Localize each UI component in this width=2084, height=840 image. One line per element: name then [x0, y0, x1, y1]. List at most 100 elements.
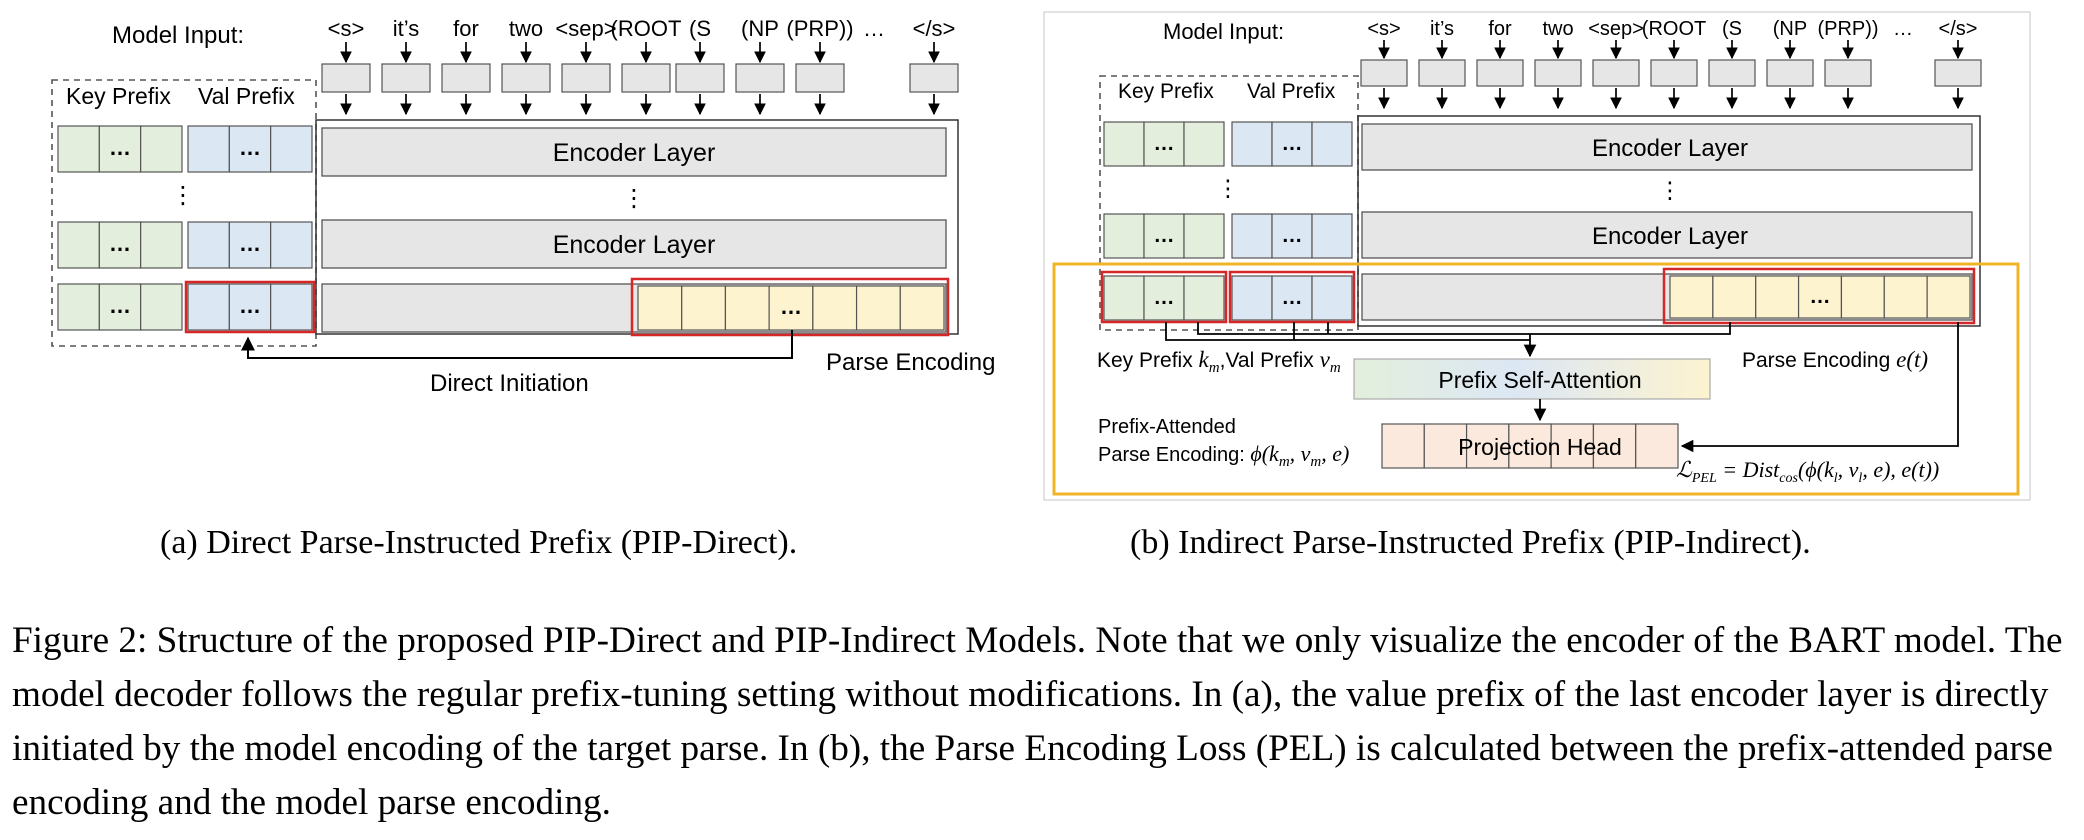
token-embedding-box	[735, 63, 785, 93]
ellipsis-mark: …	[1154, 286, 1175, 309]
cell	[1592, 423, 1637, 469]
cell	[1311, 213, 1353, 259]
key-prefix-heading: Key Prefix	[66, 83, 171, 109]
ellipsis-mark: …	[1810, 285, 1831, 308]
cell	[1231, 213, 1273, 259]
ellipsis-mark: …	[1154, 132, 1175, 155]
cell	[1103, 213, 1145, 259]
cell	[98, 283, 142, 331]
cell	[140, 221, 183, 269]
ellipsis-mark: …	[780, 294, 802, 319]
val-prefix-heading-b: Val Prefix	[1247, 80, 1336, 103]
token-embedding-box	[561, 63, 611, 93]
cell	[1465, 423, 1510, 469]
input-token: (PRP))	[786, 16, 853, 41]
cell	[228, 283, 272, 331]
token-embedding-box	[1650, 59, 1698, 87]
token-embedding-box	[1766, 59, 1814, 87]
pel-region-highlight	[1052, 262, 2020, 496]
ellipsis-mark: …	[109, 293, 131, 318]
val-prefix-cells-b: …	[1231, 213, 1353, 259]
cell	[1311, 121, 1353, 167]
cell	[1231, 275, 1273, 321]
cell	[724, 285, 770, 331]
input-token: …	[1893, 18, 1913, 40]
token-embedding-box	[1476, 59, 1524, 87]
cell	[1797, 275, 1843, 319]
cell	[270, 283, 313, 331]
encoder-layer-1-label: Encoder Layer	[553, 139, 716, 167]
pel-loss-formula: ℒPEL = Distcos(ϕ(kl, vl, e), e(t))	[1676, 457, 1939, 486]
ellipsis-mark: …	[109, 231, 131, 256]
prefix-self-attention-label: Prefix Self-Attention	[1438, 367, 1641, 393]
cell	[1755, 275, 1800, 319]
cell	[1183, 275, 1225, 321]
cell	[855, 285, 901, 331]
cell	[768, 285, 814, 331]
token-embedding-box	[441, 63, 491, 93]
input-token: <sep>	[1588, 18, 1644, 40]
input-token: </s>	[1939, 18, 1978, 40]
token-embedding-box	[675, 63, 725, 93]
prefix-self-attention-block	[1353, 358, 1711, 400]
cell	[1143, 213, 1185, 259]
val-prefix-highlight	[184, 280, 316, 334]
input-token: <s>	[328, 16, 365, 41]
attention-connectors	[1165, 322, 1731, 358]
direct-initiation-arrow	[241, 330, 793, 359]
key-val-prefix-label: Key Prefix km,Val Prefix vm	[1097, 347, 1341, 376]
encoder-layer-1	[321, 127, 947, 177]
prefix-rows: ………………	[57, 125, 313, 331]
encoder-frame-b	[1357, 115, 1981, 327]
cell	[1143, 275, 1185, 321]
projection-head-block	[1381, 423, 1679, 469]
cell	[1883, 275, 1928, 319]
ellipsis-mark: …	[1282, 224, 1303, 247]
key-prefix-cells-b: …	[1103, 275, 1225, 321]
token-embedding-box	[1418, 59, 1466, 87]
encoder-layer-1-b-label: Encoder Layer	[1592, 135, 1748, 162]
direct-initiation-label: Direct Initiation	[430, 370, 589, 397]
cell	[1926, 275, 1971, 319]
cell	[1103, 275, 1145, 321]
model-input-label-b: Model Input:	[1163, 19, 1284, 44]
input-token: it’s	[1430, 18, 1454, 40]
token-embedding-box	[381, 63, 431, 93]
cell	[1423, 423, 1468, 469]
parse-encoding-to-loss-arrow	[1680, 322, 1959, 453]
key-prefix-heading-b: Key Prefix	[1118, 80, 1214, 103]
figure-caption: Figure 2: Structure of the proposed PIP-…	[12, 620, 2063, 823]
val-prefix-cells-b: …	[1231, 275, 1353, 321]
vdots-encoder-b: ⋮	[1659, 177, 1682, 203]
cell	[1271, 275, 1313, 321]
token-embedding-box	[1708, 59, 1756, 87]
encoder-layer-2-b-label: Encoder Layer	[1592, 223, 1748, 250]
ellipsis-mark: …	[109, 135, 131, 160]
token-embedding-box	[1534, 59, 1582, 87]
cell	[1550, 423, 1595, 469]
input-token: (ROOT	[611, 16, 682, 41]
input-token: (S	[1722, 18, 1742, 40]
cell	[1183, 121, 1225, 167]
model-input-label: Model Input:	[112, 22, 244, 49]
projection-head-label: Projection Head	[1458, 434, 1622, 460]
encoder-layer-2-b	[1361, 211, 1973, 259]
prefix-attended-line2: Parse Encoding: ϕ(km, vm, e)	[1098, 441, 1349, 470]
token-embedding-box	[621, 63, 671, 93]
token-embedding-box	[1824, 59, 1872, 87]
input-token: (ROOT	[1642, 18, 1706, 40]
cell	[1271, 213, 1313, 259]
prefix-rows-b: ………………	[1103, 121, 1353, 321]
input-token: <sep>	[555, 16, 616, 41]
val-prefix-highlight-b	[1228, 270, 1356, 324]
input-token: </s>	[913, 16, 956, 41]
vdots-prefix-b: ⋮	[1217, 175, 1240, 201]
token-embedding-box	[1360, 59, 1408, 87]
parse-encoding-cells-b: …	[1669, 275, 1971, 319]
cell	[899, 285, 945, 331]
ellipsis-mark: …	[1282, 286, 1303, 309]
